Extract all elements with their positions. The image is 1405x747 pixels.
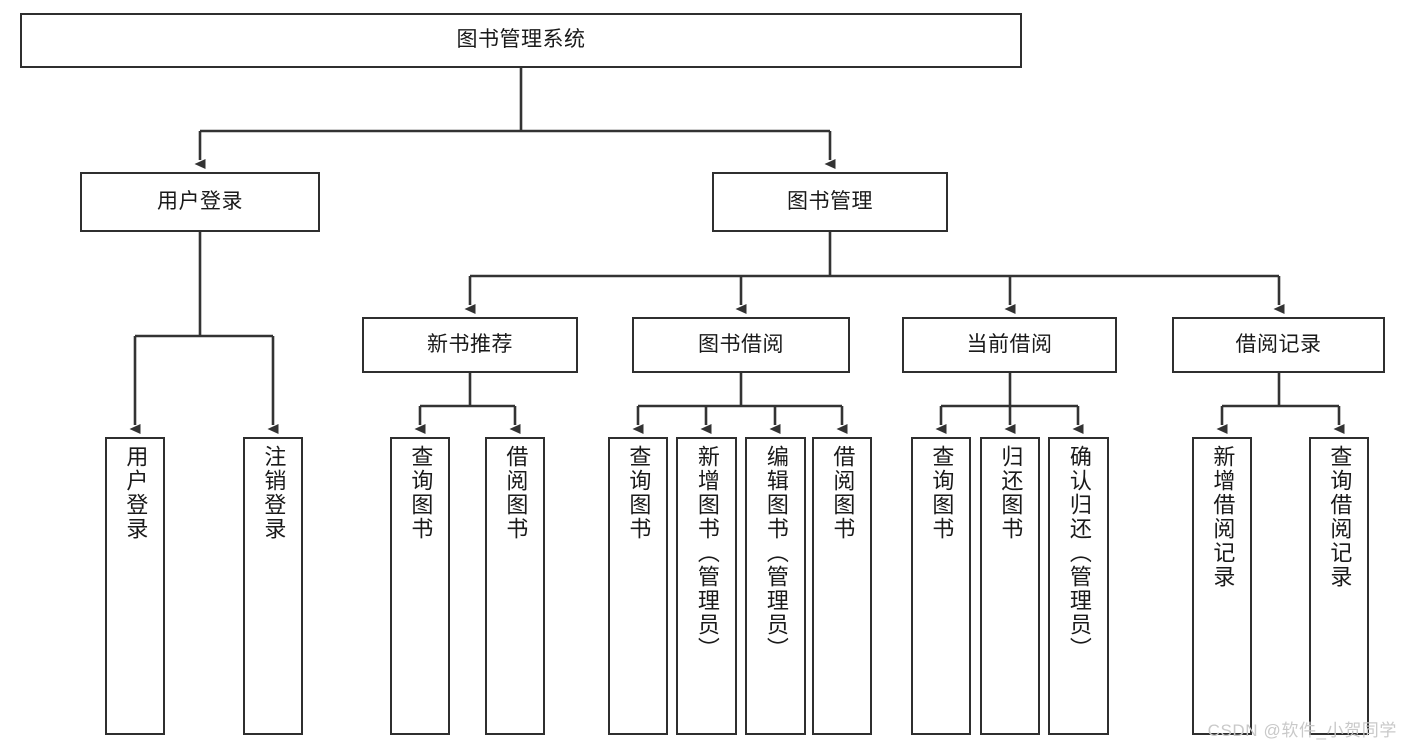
- node-label: 用户登录: [157, 189, 243, 213]
- node-label: 查询图书: [408, 445, 434, 541]
- node-user-login[interactable]: 用户登录: [80, 172, 320, 232]
- leaf-query-record[interactable]: 查询借阅记录: [1309, 437, 1369, 735]
- leaf-query-book-1[interactable]: 查询图书: [390, 437, 450, 735]
- node-borrow-record[interactable]: 借阅记录: [1172, 317, 1385, 373]
- node-label: 新增借阅记录: [1210, 445, 1236, 589]
- node-label: 确认归还（管理员）: [1066, 445, 1092, 661]
- node-label: 查询图书: [626, 445, 652, 541]
- node-new-book-recommend[interactable]: 新书推荐: [362, 317, 578, 373]
- node-book-manage[interactable]: 图书管理: [712, 172, 948, 232]
- node-label: 查询借阅记录: [1327, 445, 1353, 589]
- node-label: 当前借阅: [966, 332, 1053, 356]
- leaf-add-record[interactable]: 新增借阅记录: [1192, 437, 1252, 735]
- node-label: 查询图书: [929, 445, 955, 541]
- leaf-confirm-return[interactable]: 确认归还（管理员）: [1048, 437, 1109, 735]
- node-label: 归还图书: [998, 445, 1024, 541]
- leaf-borrow-book-1[interactable]: 借阅图书: [485, 437, 545, 735]
- node-label: 借阅图书: [503, 445, 529, 541]
- leaf-borrow-book-2[interactable]: 借阅图书: [812, 437, 872, 735]
- leaf-query-book-2[interactable]: 查询图书: [608, 437, 668, 735]
- node-label: 借阅记录: [1235, 332, 1322, 356]
- leaf-query-book-3[interactable]: 查询图书: [911, 437, 971, 735]
- node-label: 新书推荐: [427, 332, 513, 356]
- watermark-text: CSDN @软件_小贺同学: [1207, 721, 1397, 740]
- node-label: 图书管理: [787, 189, 873, 213]
- node-label: 借阅图书: [830, 445, 856, 541]
- leaf-user-login[interactable]: 用户登录: [105, 437, 165, 735]
- leaf-logout-login[interactable]: 注销登录: [243, 437, 303, 735]
- leaf-return-book[interactable]: 归还图书: [980, 437, 1040, 735]
- node-book-borrow[interactable]: 图书借阅: [632, 317, 850, 373]
- leaf-add-book[interactable]: 新增图书（管理员）: [676, 437, 737, 735]
- node-label: 图书管理系统: [456, 28, 586, 52]
- node-current-borrow[interactable]: 当前借阅: [902, 317, 1117, 373]
- leaf-edit-book[interactable]: 编辑图书（管理员）: [745, 437, 806, 735]
- node-label: 图书借阅: [698, 332, 784, 356]
- node-label: 新增图书（管理员）: [694, 445, 720, 661]
- node-root-system[interactable]: 图书管理系统: [20, 13, 1022, 68]
- node-label: 编辑图书（管理员）: [763, 445, 789, 661]
- node-label: 注销登录: [261, 445, 287, 541]
- node-label: 用户登录: [123, 445, 149, 541]
